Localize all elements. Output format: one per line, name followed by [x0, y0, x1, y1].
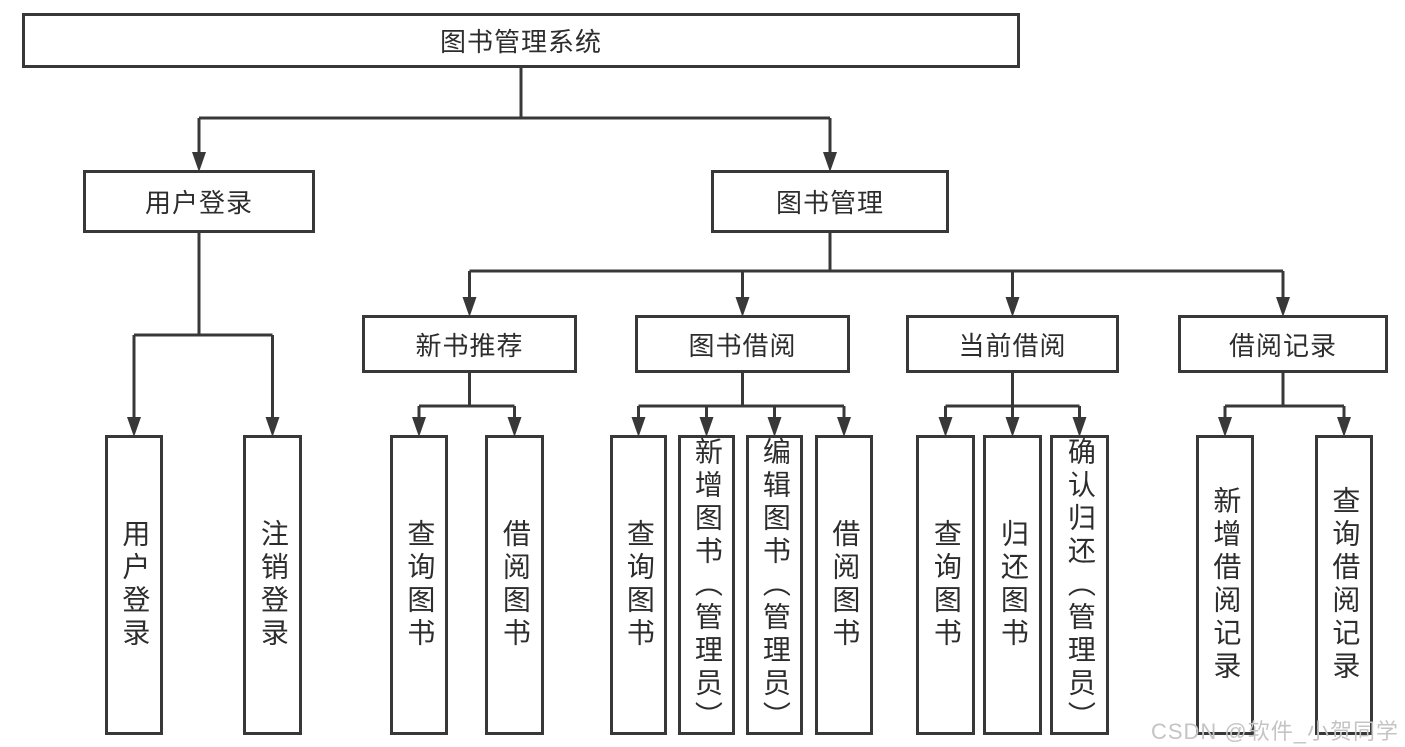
arrowhead-down-icon: [1276, 297, 1290, 317]
node-label: 新增借阅记录: [1210, 486, 1242, 684]
node-label: 新增图书（管理员）: [691, 436, 723, 734]
node-current-borrow: 当前借阅: [906, 315, 1119, 373]
node-lf-confirm-return: 确认归还（管理员）: [1050, 435, 1109, 735]
node-label: 查询借阅记录: [1329, 486, 1361, 684]
node-label: 查询图书: [930, 519, 962, 651]
node-label: 确认归还（管理员）: [1064, 436, 1096, 734]
node-lf-edit-book: 编辑图书（管理员）: [746, 435, 803, 735]
node-label: 用户登录: [144, 188, 253, 218]
node-label: 查询图书: [623, 519, 655, 651]
node-label: 注销登录: [257, 519, 289, 651]
node-label: 借阅记录: [1228, 330, 1337, 361]
node-label: 新书推荐: [415, 330, 524, 361]
node-label: 图书管理系统: [439, 27, 602, 57]
node-lf-query-book-2: 查询图书: [610, 435, 667, 735]
arrowhead-down-icon: [938, 417, 953, 437]
node-lf-add-record: 新增借阅记录: [1196, 435, 1254, 735]
arrowhead-down-icon: [1218, 417, 1232, 437]
arrowhead-down-icon: [823, 152, 837, 172]
node-borrow-records: 借阅记录: [1178, 315, 1388, 373]
node-label: 借阅图书: [829, 519, 861, 651]
arrowhead-down-icon: [1072, 417, 1087, 437]
arrowhead-down-icon: [1005, 297, 1020, 317]
node-root: 图书管理系统: [22, 13, 1020, 68]
arrowhead-down-icon: [265, 417, 280, 437]
node-lf-query-record: 查询借阅记录: [1315, 435, 1373, 735]
arrowhead-down-icon: [1337, 417, 1351, 437]
node-label: 归还图书: [997, 519, 1029, 651]
arrowhead-down-icon: [767, 417, 782, 437]
arrowhead-down-icon: [631, 417, 646, 437]
node-label: 图书管理: [775, 188, 884, 218]
arrowhead-down-icon: [462, 297, 477, 317]
arrowhead-down-icon: [735, 297, 750, 317]
node-lf-user-login: 用户登录: [105, 435, 163, 735]
node-book-mgmt: 图书管理: [711, 170, 949, 233]
csdn-watermark: CSDN @软件_小贺同学: [1150, 719, 1399, 744]
node-label: 查询图书: [404, 519, 436, 651]
arrowhead-down-icon: [1005, 417, 1020, 437]
node-lf-query-book-1: 查询图书: [390, 435, 448, 735]
node-lf-borrow-book-2: 借阅图书: [815, 435, 873, 735]
arrowhead-down-icon: [127, 417, 141, 437]
node-lf-add-book: 新增图书（管理员）: [678, 435, 735, 735]
node-lf-logout: 注销登录: [243, 435, 302, 735]
node-lf-query-book-3: 查询图书: [916, 435, 975, 735]
arrowhead-down-icon: [192, 152, 206, 172]
node-label: 当前借阅: [958, 330, 1067, 361]
arrowhead-down-icon: [507, 417, 522, 437]
node-label: 用户登录: [119, 519, 151, 651]
node-new-book-rec: 新书推荐: [362, 315, 577, 373]
node-label: 编辑图书（管理员）: [759, 436, 791, 734]
node-book-borrow: 图书借阅: [635, 315, 850, 373]
node-label: 图书借阅: [688, 330, 797, 361]
arrowhead-down-icon: [699, 417, 714, 437]
node-user-login: 用户登录: [83, 170, 315, 233]
arrowhead-down-icon: [412, 417, 426, 437]
node-lf-return-book: 归还图书: [983, 435, 1042, 735]
node-lf-borrow-book-1: 借阅图书: [485, 435, 544, 735]
node-label: 借阅图书: [499, 519, 531, 651]
arrowhead-down-icon: [837, 417, 851, 437]
